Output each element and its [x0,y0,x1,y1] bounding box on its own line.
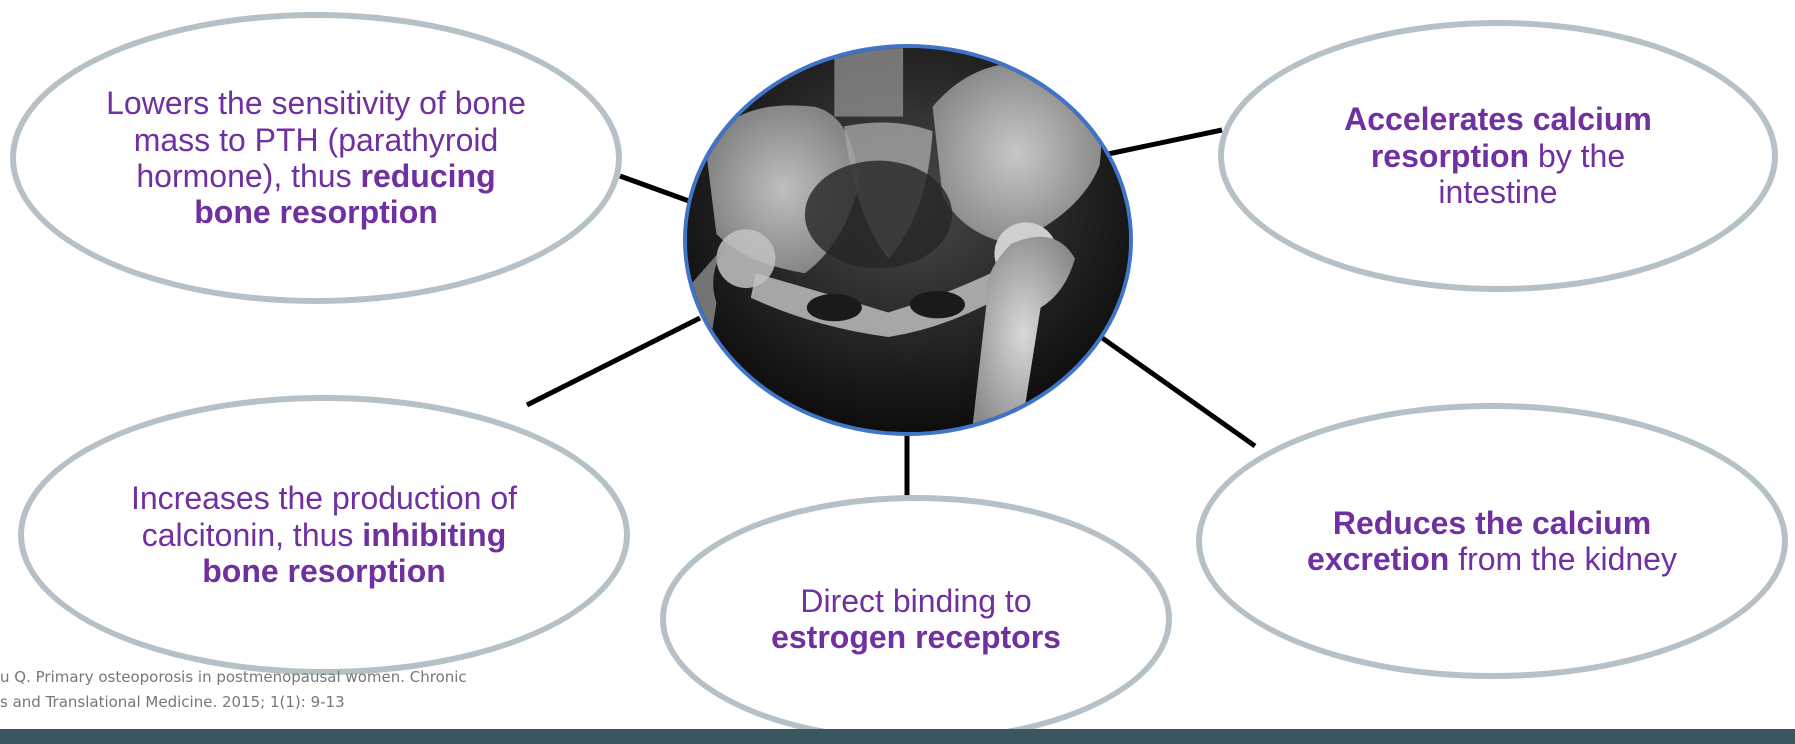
effect-text: Direct binding to [800,583,1031,619]
effect-oval-bottom-right: Reduces the calcium excretion from the k… [1196,403,1788,679]
citation: u Q. Primary osteoporosis in postmenopau… [0,665,580,715]
footer-band [0,729,1795,744]
effect-oval-top-left: Lowers the sensitivity of bone mass to P… [10,12,622,304]
effect-oval-bottom-middle: Direct binding to estrogen receptors [660,495,1172,743]
connector-top-right [1108,130,1222,154]
effect-oval-top-right: Accelerates calcium resorption by the in… [1218,20,1778,292]
effect-emphasis: estrogen receptors [771,619,1061,655]
citation-line-1: u Q. Primary osteoporosis in postmenopau… [0,665,580,690]
connector-bottom-left [527,318,700,405]
effect-oval-bottom-left: Increases the production of calcitonin, … [18,395,630,675]
citation-line-2: s and Translational Medicine. 2015; 1(1)… [0,690,580,715]
pelvis-xray-image [683,44,1133,436]
connector-bottom-right [1098,335,1255,446]
effect-text-tail: from the kidney [1449,541,1677,577]
